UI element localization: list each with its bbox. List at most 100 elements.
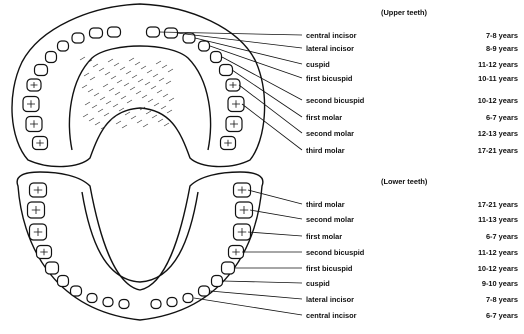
upper-age-second-bicuspid: 10-12 years: [458, 96, 518, 105]
palate-hatch: [114, 63, 119, 66]
palate-hatch: [137, 120, 142, 123]
palate-hatch: [161, 106, 166, 109]
upper-age-lateral-incisor: 8-9 years: [458, 44, 518, 53]
palate-hatch: [159, 78, 164, 81]
palate-hatch: [167, 110, 172, 113]
upper-label-third-molar: third molar: [306, 146, 345, 155]
upper-age-central-incisor: 7-8 years: [458, 31, 518, 40]
upper-tooth: [90, 28, 103, 38]
lower-age-cuspid: 9-10 years: [458, 279, 518, 288]
lower-label-second-molar: second molar: [306, 215, 354, 224]
palate-hatch: [136, 91, 141, 94]
upper-label-cuspid: cuspid: [306, 60, 330, 69]
palate-hatch: [106, 101, 111, 104]
palate-hatch: [158, 119, 163, 122]
palate-hatch: [88, 89, 93, 92]
lower-leader-line: [248, 190, 302, 204]
upper-label-second-molar: second molar: [306, 129, 354, 138]
upper-tooth: [199, 41, 210, 51]
palate-hatch: [126, 71, 131, 74]
palate-hatch: [98, 109, 103, 112]
lower-heading: (Lower teeth): [381, 177, 427, 186]
upper-tooth: [147, 27, 160, 37]
palate-hatch: [104, 113, 109, 116]
palate-hatch: [100, 97, 105, 100]
palate-hatch: [84, 73, 89, 76]
lower-label-central-incisor: central incisor: [306, 311, 357, 320]
upper-palate-shading: [80, 57, 174, 129]
lower-tooth: [46, 262, 59, 274]
palate-hatch: [135, 62, 140, 65]
palate-hatch: [151, 86, 156, 89]
palate-hatch: [116, 121, 121, 124]
palate-hatch: [120, 67, 125, 70]
palate-hatch: [89, 118, 94, 121]
lower-tooth: [119, 300, 129, 309]
palate-hatch: [111, 76, 116, 79]
palate-hatch: [113, 104, 118, 107]
upper-tooth: [72, 33, 84, 43]
lower-tooth: [103, 298, 113, 307]
palate-hatch: [157, 90, 162, 93]
lower-age-central-incisor: 6-7 years: [458, 311, 518, 320]
palate-hatch: [94, 93, 99, 96]
upper-tooth: [108, 27, 121, 37]
palate-hatch: [141, 66, 146, 69]
palate-hatch: [93, 64, 98, 67]
palate-hatch: [103, 84, 108, 87]
palate-hatch: [169, 98, 174, 101]
lower-age-lateral-incisor: 7-8 years: [458, 295, 518, 304]
palate-hatch: [92, 105, 97, 108]
palate-hatch: [148, 99, 153, 102]
palate-hatch: [147, 70, 152, 73]
palate-hatch: [154, 103, 159, 106]
upper-tooth: [165, 28, 178, 38]
lower-age-second-bicuspid: 11-12 years: [458, 248, 518, 257]
palate-hatch: [99, 68, 104, 71]
palate-hatch: [129, 58, 134, 61]
upper-age-first-bicuspid: 10-11 years: [458, 74, 518, 83]
upper-tooth: [220, 65, 233, 76]
palate-hatch: [142, 95, 147, 98]
lower-label-cuspid: cuspid: [306, 279, 330, 288]
upper-age-second-molar: 12-13 years: [458, 129, 518, 138]
lower-label-third-molar: third molar: [306, 200, 345, 209]
lower-age-third-molar: 17-21 years: [458, 200, 518, 209]
upper-tooth: [35, 65, 48, 76]
palate-hatch: [138, 79, 143, 82]
palate-hatch: [117, 80, 122, 83]
lower-tongue-outline: [82, 192, 198, 282]
upper-label-first-molar: first molar: [306, 113, 342, 122]
palate-hatch: [90, 77, 95, 80]
palate-hatch: [108, 59, 113, 62]
palate-hatch: [131, 116, 136, 119]
lower-tooth: [212, 276, 223, 287]
palate-hatch: [121, 96, 126, 99]
palate-hatch: [105, 72, 110, 75]
lower-leader-line: [194, 298, 302, 315]
palate-hatch: [124, 83, 129, 86]
lower-label-first-molar: first molar: [306, 232, 342, 241]
upper-label-first-bicuspid: first bicuspid: [306, 74, 352, 83]
upper-age-first-molar: 6-7 years: [458, 113, 518, 122]
palate-hatch: [163, 94, 168, 97]
lower-jaw: [17, 172, 263, 320]
lower-age-first-bicuspid: 10-12 years: [458, 264, 518, 273]
palate-hatch: [82, 85, 87, 88]
lower-label-second-bicuspid: second bicuspid: [306, 248, 364, 257]
upper-label-second-bicuspid: second bicuspid: [306, 96, 364, 105]
palate-hatch: [125, 112, 130, 115]
lower-age-second-molar: 11-13 years: [458, 215, 518, 224]
lower-leader-line: [248, 232, 302, 236]
palate-hatch: [156, 61, 161, 64]
lower-leader-line: [223, 281, 302, 283]
upper-palate-outline: [69, 46, 210, 150]
lower-label-first-bicuspid: first bicuspid: [306, 264, 352, 273]
upper-tooth: [58, 41, 69, 51]
lower-tooth: [87, 294, 97, 303]
lower-tooth: [222, 262, 235, 274]
lower-label-lateral-incisor: lateral incisor: [306, 295, 354, 304]
palate-hatch: [95, 122, 100, 125]
upper-age-third-molar: 17-21 years: [458, 146, 518, 155]
lower-leader-line: [210, 291, 302, 299]
